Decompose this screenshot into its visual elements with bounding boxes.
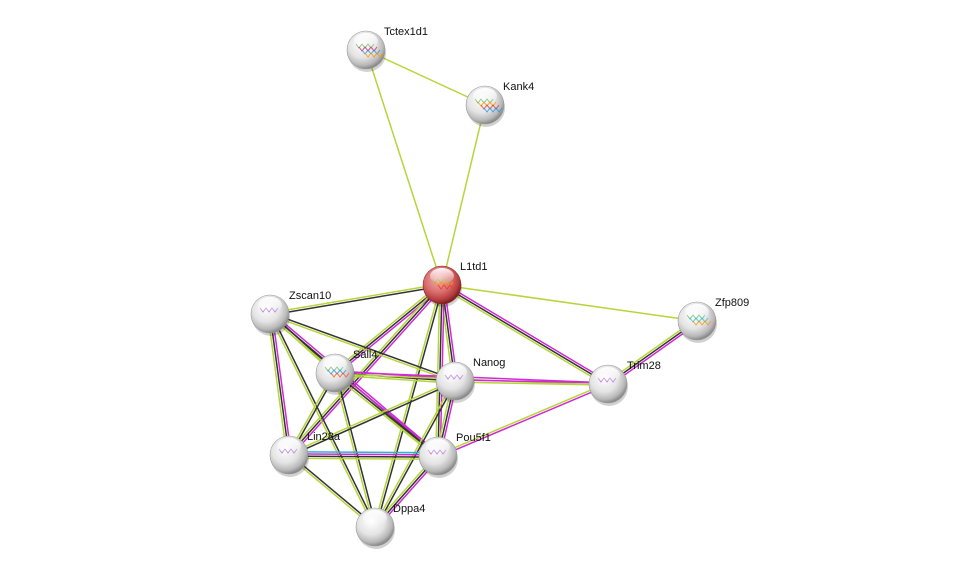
node-highlight — [685, 304, 709, 320]
node-label: Dppa4 — [393, 503, 425, 515]
edge-line-coexpression — [270, 313, 377, 527]
edge-line-coexpression — [334, 284, 443, 374]
edge-nanog-lin28a[interactable] — [288, 379, 456, 457]
edge-tctex1d1-kank4[interactable] — [365, 49, 486, 106]
node-label: Tctex1d1 — [384, 26, 428, 38]
edge-sall4-dppa4[interactable] — [333, 372, 377, 528]
edge-trim28-pou5f1[interactable] — [437, 382, 609, 458]
edge-line-experiments — [290, 285, 445, 457]
node-label: Pou5f1 — [456, 432, 491, 444]
edge-line-experiments — [289, 453, 439, 456]
node-label: Sall4 — [353, 349, 377, 361]
node-lin28a[interactable]: Lin28a — [269, 431, 341, 477]
edge-line-coexpression — [335, 372, 377, 527]
node-highlight — [596, 367, 620, 383]
node-highlight — [363, 510, 387, 526]
edge-zscan10-lin28a[interactable] — [267, 313, 292, 456]
node-label: Zfp809 — [715, 297, 749, 309]
edge-line-textmining — [437, 382, 608, 456]
edge-line-textmining — [333, 282, 442, 372]
node-highlight — [473, 88, 497, 104]
edge-line-textmining — [441, 104, 486, 286]
edge-l1td1-zfp809[interactable] — [441, 284, 698, 322]
edge-line-experiments — [438, 384, 609, 458]
node-label: Nanog — [473, 357, 505, 369]
node-nanog[interactable]: Nanog — [435, 357, 505, 403]
edge-line-textmining — [441, 284, 698, 322]
node-tctex1d1[interactable]: Tctex1d1 — [346, 26, 428, 72]
node-label: Lin28a — [307, 431, 341, 443]
edge-line-coexpression — [375, 285, 444, 528]
node-l1td1[interactable]: L1td1 — [422, 261, 488, 307]
node-zfp809[interactable]: Zfp809 — [677, 297, 749, 343]
edge-kank4-l1td1[interactable] — [441, 104, 486, 286]
node-dppa4[interactable]: Dppa4 — [355, 503, 425, 549]
edge-lin28a-pou5f1[interactable] — [288, 450, 439, 461]
edge-line-databases — [289, 450, 439, 454]
node-pou5f1[interactable]: Pou5f1 — [418, 432, 491, 478]
nodes-layer: Tctex1d1Kank4L1td1Zscan10Zfp809Sall4Nano… — [250, 26, 749, 549]
edge-line-experiments — [455, 379, 609, 384]
edge-line-experiments — [442, 282, 610, 383]
edge-line-textmining — [435, 284, 441, 456]
edge-line-textmining — [440, 286, 608, 387]
node-label: L1td1 — [460, 261, 488, 273]
node-highlight — [443, 364, 467, 380]
edge-line-textmining — [269, 283, 442, 314]
edge-tctex1d1-l1td1[interactable] — [365, 49, 443, 286]
node-label: Zscan10 — [289, 290, 331, 302]
edge-l1td1-trim28[interactable] — [440, 282, 610, 387]
node-highlight — [258, 297, 282, 313]
edge-nanog-trim28[interactable] — [454, 379, 609, 386]
edge-line-textmining — [365, 49, 443, 286]
edge-line-textmining — [288, 457, 438, 461]
edge-line-experiments — [271, 313, 292, 455]
edge-l1td1-zscan10[interactable] — [269, 283, 443, 316]
node-highlight — [277, 438, 301, 454]
edge-line-textmining — [373, 380, 455, 527]
node-label: Trim28 — [627, 360, 661, 372]
node-sall4[interactable]: Sall4 — [315, 349, 377, 395]
edge-line-textmining — [269, 314, 455, 383]
edge-line-coexpression — [441, 284, 609, 385]
edge-line-coexpression — [269, 313, 290, 456]
edge-zscan10-nanog[interactable] — [269, 312, 456, 383]
node-highlight — [323, 356, 347, 372]
edge-line-textmining — [454, 381, 608, 386]
edge-zscan10-dppa4[interactable] — [268, 313, 377, 528]
node-zscan10[interactable]: Zscan10 — [250, 290, 331, 336]
edge-line-textmining — [267, 314, 288, 456]
node-trim28[interactable]: Trim28 — [588, 360, 661, 406]
node-label: Kank4 — [503, 81, 534, 93]
node-highlight — [426, 439, 450, 455]
node-highlight — [354, 33, 378, 49]
edge-l1td1-sall4[interactable] — [333, 282, 444, 376]
edge-line-textmining — [286, 283, 441, 455]
node-highlight — [430, 268, 454, 284]
edge-line-textmining — [333, 373, 375, 528]
edge-line-textmining — [268, 314, 375, 528]
edge-l1td1-lin28a[interactable] — [286, 283, 445, 457]
node-kank4[interactable]: Kank4 — [465, 81, 534, 127]
edge-line-coexpression — [270, 285, 443, 316]
edge-line-experiments — [270, 311, 440, 455]
edge-line-coexpression — [288, 455, 438, 458]
edge-l1td1-dppa4[interactable] — [373, 284, 444, 528]
edge-line-coexpression — [288, 284, 443, 456]
edge-line-coexpression — [270, 312, 456, 381]
edge-line-textmining — [288, 379, 455, 455]
edge-line-textmining — [373, 284, 442, 527]
edge-line-experiments — [335, 286, 444, 376]
edge-line-textmining — [365, 49, 486, 106]
edge-line-coexpression — [289, 381, 456, 457]
edge-line-textmining — [334, 374, 455, 384]
